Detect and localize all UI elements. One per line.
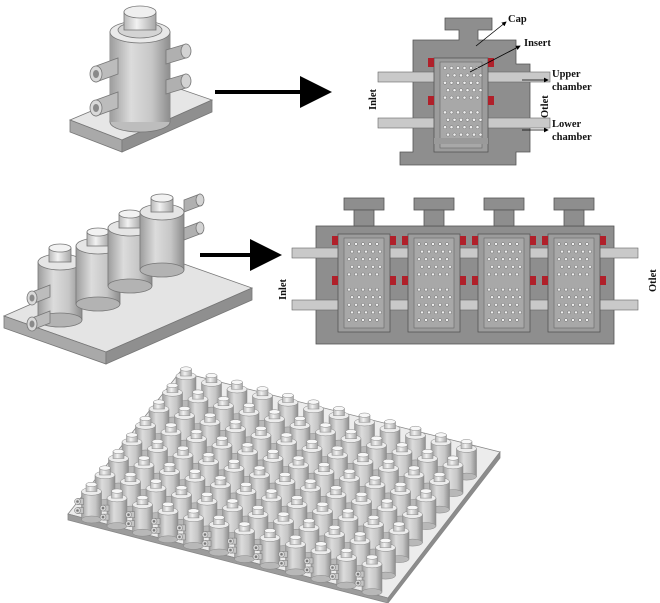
label-outlet-single: Otlet — [540, 95, 551, 118]
tube-right — [183, 221, 205, 241]
array-well — [278, 534, 306, 577]
seal — [472, 236, 478, 245]
tube-left — [26, 284, 51, 306]
label-upper-chamber-line1: Upper — [552, 69, 581, 80]
array-well — [252, 528, 281, 570]
single-unit-3d-model — [68, 5, 214, 153]
seal — [402, 276, 408, 285]
section-unit — [332, 197, 396, 333]
seal — [428, 96, 434, 105]
insert-perforations — [443, 66, 483, 137]
array-well — [74, 482, 102, 524]
seal — [332, 276, 338, 285]
seal — [460, 236, 466, 245]
tube-right — [183, 193, 205, 213]
label-inlet-four: Inlet — [278, 278, 289, 300]
label-lower-chamber-line1: Lower — [552, 119, 581, 130]
tube-upper-left — [89, 57, 119, 83]
array-well — [227, 521, 255, 563]
unit-cylinder — [37, 243, 83, 328]
seal — [402, 236, 408, 245]
label-upper-chamber-line2: chamber — [552, 82, 592, 93]
array-well — [150, 501, 179, 544]
seal — [530, 276, 536, 285]
seal — [488, 58, 494, 67]
label-insert: Insert — [524, 38, 551, 49]
seal — [332, 236, 338, 245]
seal — [600, 276, 606, 285]
section-unit — [542, 197, 606, 333]
four-unit-cross-section — [291, 197, 639, 345]
single-section-labels: Cap Insert Upper chamber Lower chamber I… — [368, 14, 592, 143]
unit-cylinder — [139, 193, 185, 278]
seal — [428, 58, 434, 67]
section-unit — [402, 197, 466, 333]
label-inlet-single: Inlet — [368, 88, 379, 110]
tube-left — [26, 310, 51, 332]
seal — [390, 236, 396, 245]
seal — [390, 276, 396, 285]
tube-lower-left — [89, 91, 119, 117]
seal — [530, 236, 536, 245]
array-3d-model — [67, 366, 501, 603]
array-well — [303, 541, 332, 583]
seal — [488, 96, 494, 105]
label-lower-chamber-line2: chamber — [552, 132, 592, 143]
single-unit-cross-section — [377, 17, 551, 166]
seal — [472, 276, 478, 285]
section-unit — [472, 197, 536, 333]
seal — [542, 276, 548, 285]
array-well — [125, 495, 153, 537]
label-outlet-four: Otlet — [648, 269, 659, 292]
array-well — [354, 554, 383, 596]
array-well — [176, 508, 204, 550]
seal — [460, 276, 466, 285]
seal — [600, 236, 606, 245]
seal — [542, 236, 548, 245]
label-cap: Cap — [508, 14, 527, 25]
four-unit-3d-model — [2, 193, 254, 365]
array-well — [99, 488, 128, 530]
array-well — [329, 548, 357, 590]
